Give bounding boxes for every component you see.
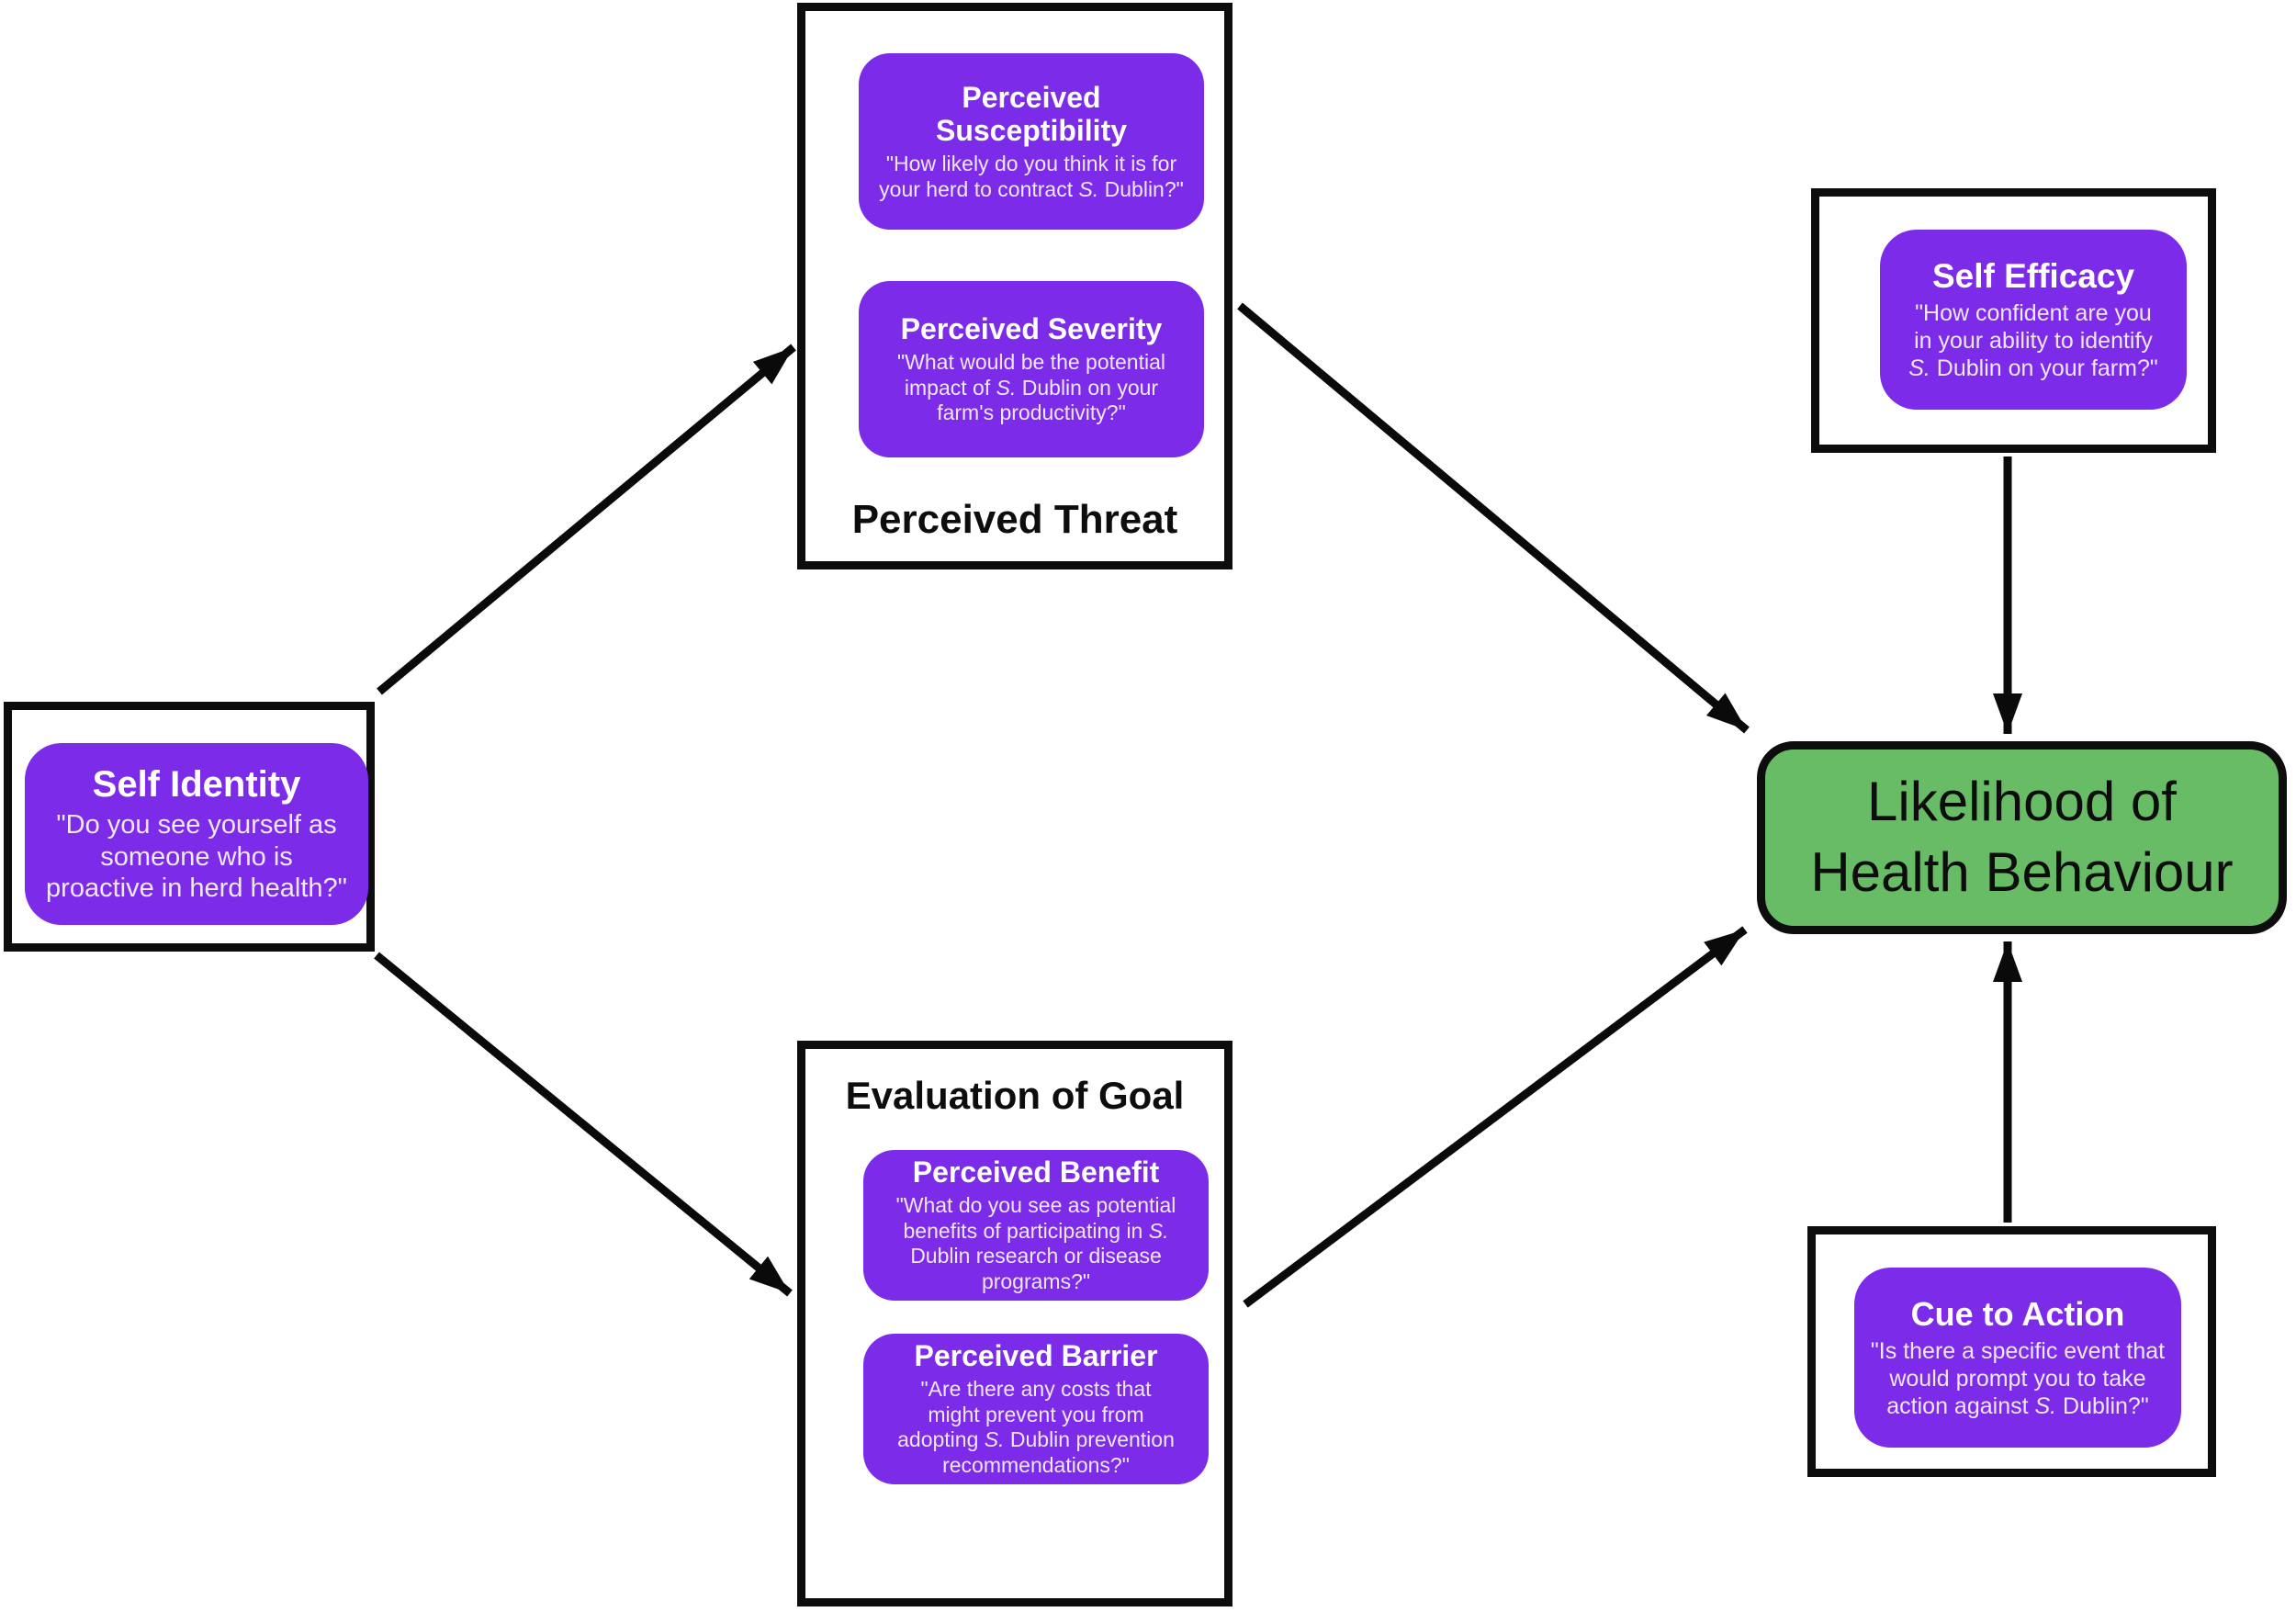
perceived-susceptibility-title: Perceived Susceptibility [935,80,1128,148]
perceived-benefit-quote: "What do you see as potential benefits o… [895,1193,1176,1293]
arrow-self-identity-to-evaluation-of-goal [374,952,793,1297]
self-identity-title: Self Identity [92,763,301,805]
perceived-severity-title: Perceived Severity [900,312,1163,346]
self-efficacy-container: Self Efficacy "How confident are you in … [1811,188,2216,453]
arrow-evaluation-of-goal-to-outcome [1243,926,1748,1308]
perceived-severity-box: Perceived Severity "What would be the po… [859,281,1204,457]
self-identity-container: Self Identity "Do you see yourself as so… [4,702,375,952]
self-efficacy-quote: "How confident are you in your ability t… [1908,300,2158,382]
self-efficacy-title: Self Efficacy [1931,256,2135,295]
cue-to-action-title: Cue to Action [1910,1295,2125,1334]
perceived-barrier-title: Perceived Barrier [914,1339,1158,1373]
arrow-perceived-threat-to-outcome [1237,302,1750,734]
likelihood-of-health-behaviour-box: Likelihood of Health Behaviour [1757,741,2287,934]
evaluation-of-goal-container: Evaluation of Goal Perceived Benefit "Wh… [797,1041,1232,1606]
perceived-susceptibility-box: Perceived Susceptibility "How likely do … [859,53,1204,230]
perceived-susceptibility-quote: "How likely do you think it is for your … [879,152,1184,201]
perceived-barrier-box: Perceived Barrier "Are there any costs t… [863,1334,1209,1484]
perceived-threat-container: Perceived Susceptibility "How likely do … [797,3,1232,569]
arrow-self-identity-to-perceived-threat [377,344,796,695]
evaluation-of-goal-label: Evaluation of Goal [845,1074,1185,1117]
perceived-benefit-box: Perceived Benefit "What do you see as po… [863,1150,1209,1301]
self-identity-quote: "Do you see yourself as someone who is p… [46,809,347,904]
cue-to-action-quote: "Is there a specific event that would pr… [1870,1337,2166,1419]
perceived-threat-label: Perceived Threat [851,497,1178,542]
perceived-barrier-quote: "Are there any costs that might prevent … [897,1377,1175,1477]
cue-to-action-container: Cue to Action "Is there a specific event… [1807,1226,2216,1477]
self-efficacy-box: Self Efficacy "How confident are you in … [1880,230,2187,410]
self-identity-box: Self Identity "Do you see yourself as so… [25,743,368,925]
perceived-severity-quote: "What would be the potential impact of S… [896,350,1165,425]
perceived-benefit-title: Perceived Benefit [912,1155,1160,1189]
cue-to-action-box: Cue to Action "Is there a specific event… [1854,1268,2181,1448]
